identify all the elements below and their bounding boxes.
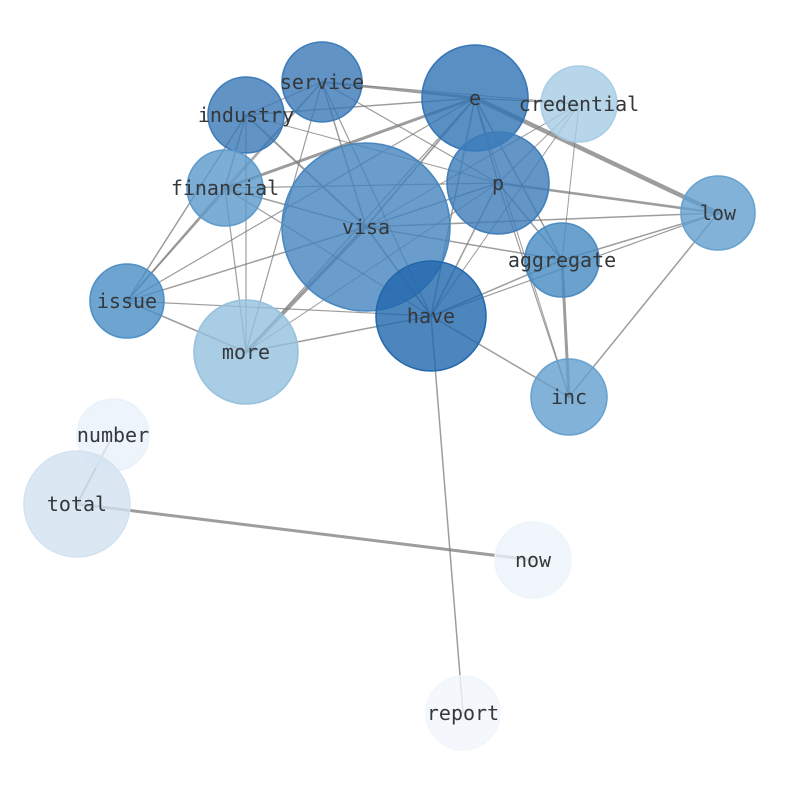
node-label-inc: inc — [551, 385, 587, 409]
edge-inc-low — [568, 212, 719, 398]
node-have — [375, 260, 487, 372]
node-label-number: number — [77, 423, 149, 447]
node-now — [494, 521, 572, 599]
node-aggregate — [524, 222, 600, 298]
node-label-report: report — [427, 701, 499, 725]
node-label-now: now — [515, 548, 552, 572]
node-service — [281, 41, 363, 123]
node-label-have: have — [407, 304, 455, 328]
node-label-total: total — [47, 492, 107, 516]
node-more — [193, 299, 299, 405]
node-financial — [186, 149, 264, 227]
node-total — [23, 450, 131, 558]
node-label-e: e — [469, 86, 481, 110]
node-credential — [540, 65, 618, 143]
node-label-industry: industry — [198, 103, 294, 127]
node-label-financial: financial — [171, 176, 279, 200]
node-label-visa: visa — [342, 215, 390, 239]
node-label-more: more — [222, 340, 270, 364]
node-label-credential: credential — [519, 92, 639, 116]
node-p — [446, 131, 550, 235]
node-label-aggregate: aggregate — [508, 248, 616, 272]
node-report — [425, 675, 501, 751]
nodes-layer — [23, 41, 756, 751]
node-industry — [207, 76, 285, 154]
node-label-service: service — [280, 70, 364, 94]
node-label-issue: issue — [97, 289, 157, 313]
labels-layer: service industry e credential financial p low v… — [47, 70, 737, 725]
node-issue — [89, 263, 165, 339]
edge-total-now — [75, 502, 535, 562]
edge-have-report — [430, 315, 464, 714]
node-label-low: low — [700, 201, 737, 225]
node-inc — [530, 358, 608, 436]
node-label-p: p — [492, 171, 504, 195]
node-low — [680, 175, 756, 251]
